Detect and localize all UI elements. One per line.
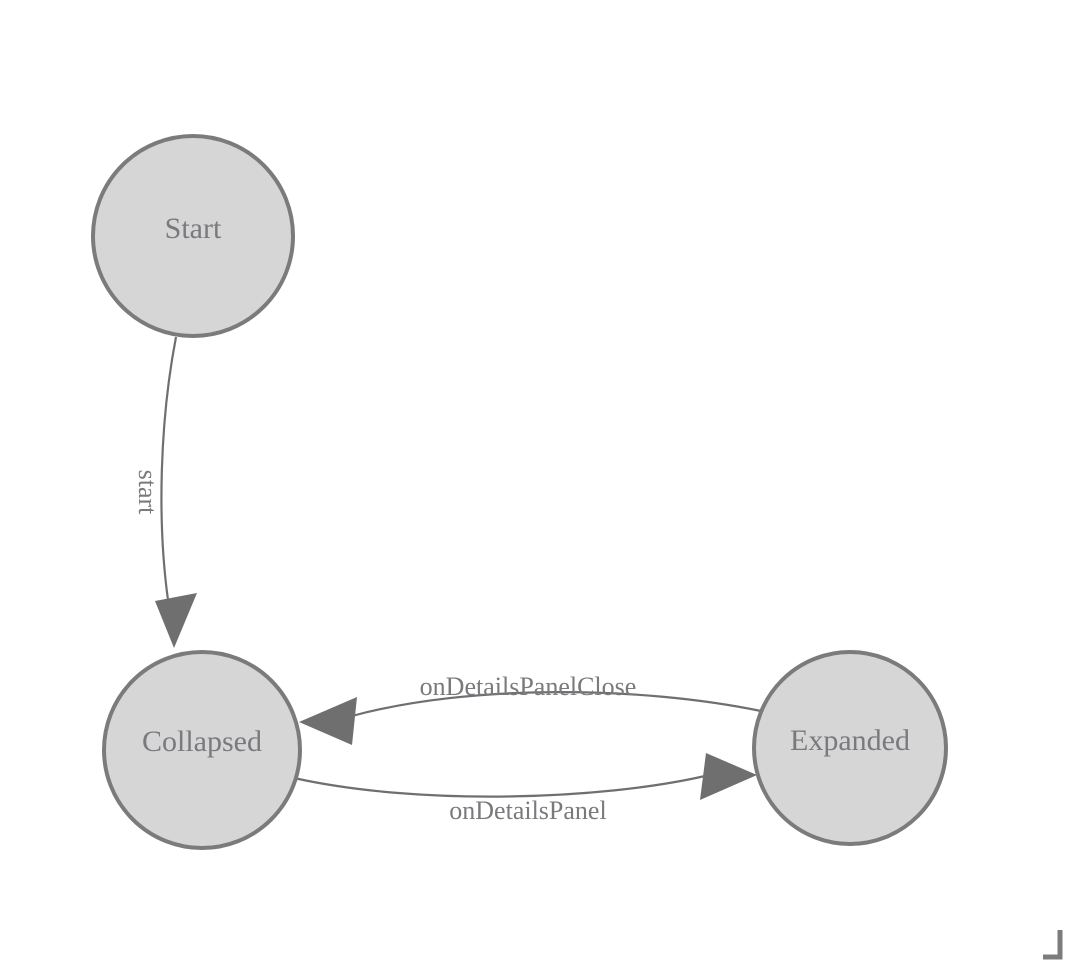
- edge-label-start: start: [133, 470, 162, 516]
- node-collapsed[interactable]: Collapsed: [102, 650, 302, 850]
- node-expanded[interactable]: Expanded: [752, 650, 948, 846]
- node-collapsed-label: Collapsed: [142, 725, 262, 758]
- node-expanded-circle: [752, 650, 948, 846]
- edge-start-to-collapsed-path: [160, 336, 178, 601]
- arrowhead-right-into-expanded: [700, 753, 757, 800]
- resize-corner-mark-path: [1043, 930, 1063, 960]
- edge-label-ondetailspanel: onDetailsPanel: [449, 796, 606, 825]
- arrowhead-left-into-collapsed: [299, 697, 357, 745]
- edge-start-to-collapsed[interactable]: start: [133, 336, 197, 648]
- node-expanded-label: Expanded: [790, 724, 910, 757]
- edge-expanded-to-collapsed-path: [351, 691, 762, 718]
- edge-label-ondetailspanelclose: onDetailsPanelClose: [420, 672, 637, 701]
- edge-collapsed-to-expanded[interactable]: onDetailsPanel: [293, 753, 757, 825]
- node-collapsed-circle: [102, 650, 302, 850]
- edge-expanded-to-collapsed[interactable]: onDetailsPanelClose: [299, 672, 762, 745]
- node-start[interactable]: Start: [91, 134, 295, 338]
- node-start-circle: [91, 134, 295, 338]
- arrowhead-down-into-collapsed: [155, 593, 197, 648]
- edge-collapsed-to-expanded-path: [293, 774, 706, 798]
- node-start-label: Start: [165, 212, 222, 245]
- resize-corner-mark[interactable]: [1043, 930, 1063, 960]
